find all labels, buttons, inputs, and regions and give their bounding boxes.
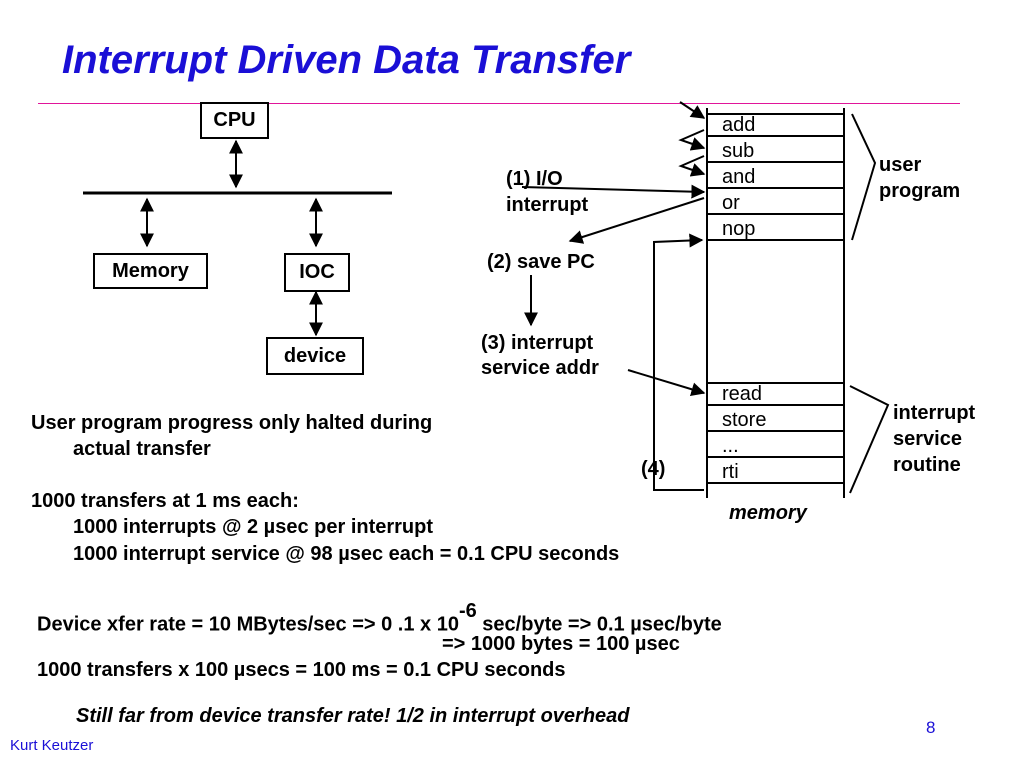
cpu-box: CPU [200,102,269,139]
isr-cell-dividers [707,382,844,484]
label-save-pc: (2) save PC [487,251,595,273]
return-arrow [653,233,704,491]
flow-arrow-3 [678,155,706,177]
label-isr-addr-2: service addr [481,357,599,379]
memory-cell-read: read [722,383,763,405]
save-pc-arrow [568,197,705,244]
page-number: 8 [926,718,936,737]
isr-brace [849,385,890,494]
memory-cell-store: store [722,409,767,431]
memory-cell-add: add [722,114,756,136]
flow-arrow-1 [679,101,706,119]
isr-addr-arrow [627,369,706,397]
flow-arrow-2 [678,129,706,151]
interrupt-arrow [521,184,706,199]
memory-cell-ellipsis: ... [722,435,739,457]
memory-box: Memory [93,253,208,289]
label-user-program-1: user [879,154,922,176]
body-line-6: Device xfer rate = 10 MBytes/sec => 0 .1… [37,600,722,637]
label-step-4: (4) [641,458,666,480]
exponent-text: -6 [458,600,477,622]
label-memory: memory [729,502,807,524]
label-io-interrupt-2: interrupt [506,194,589,216]
label-isr-1: interrupt [893,402,976,424]
memory-cell-and: and [722,166,756,188]
body-line-7: => 1000 bytes = 100 µsec [442,633,680,655]
label-isr-2: service [893,428,962,450]
label-user-program-2: program [879,180,961,202]
memory-cell-rti: rti [722,461,739,483]
body-line-2: actual transfer [73,438,211,460]
ioc-box: IOC [284,253,350,292]
label-io-interrupt-1: (1) I/O [506,168,563,190]
body-line-4: 1000 interrupts @ 2 µsec per interrupt [73,516,434,538]
title-rule [38,103,960,104]
footer-author: Kurt Keutzer [10,737,94,754]
xfer-rate-text: Device xfer rate = 10 MBytes/sec => 0 .1… [37,613,459,636]
memory-cell-nop: nop [722,218,756,240]
memory-cell-or: or [722,192,740,214]
label-isr-addr-1: (3) interrupt [481,332,594,354]
user-program-brace [851,113,877,241]
body-line-3: 1000 transfers at 1 ms each: [31,490,299,512]
body-line-9: Still far from device transfer rate! 1/2… [76,705,630,727]
memory-cell-sub: sub [722,140,755,162]
slide-title: Interrupt Driven Data Transfer [62,38,631,82]
device-box: device [266,337,364,375]
xfer-rate-text-2: sec/byte => 0.1 µsec/byte [476,613,722,636]
body-line-5: 1000 interrupt service @ 98 µsec each = … [73,543,620,565]
body-line-1: User program progress only halted during [31,412,433,434]
body-line-8: 1000 transfers x 100 µsecs = 100 ms = 0.… [37,659,566,681]
user-program-cell-dividers [707,113,844,241]
label-isr-3: routine [893,454,961,476]
